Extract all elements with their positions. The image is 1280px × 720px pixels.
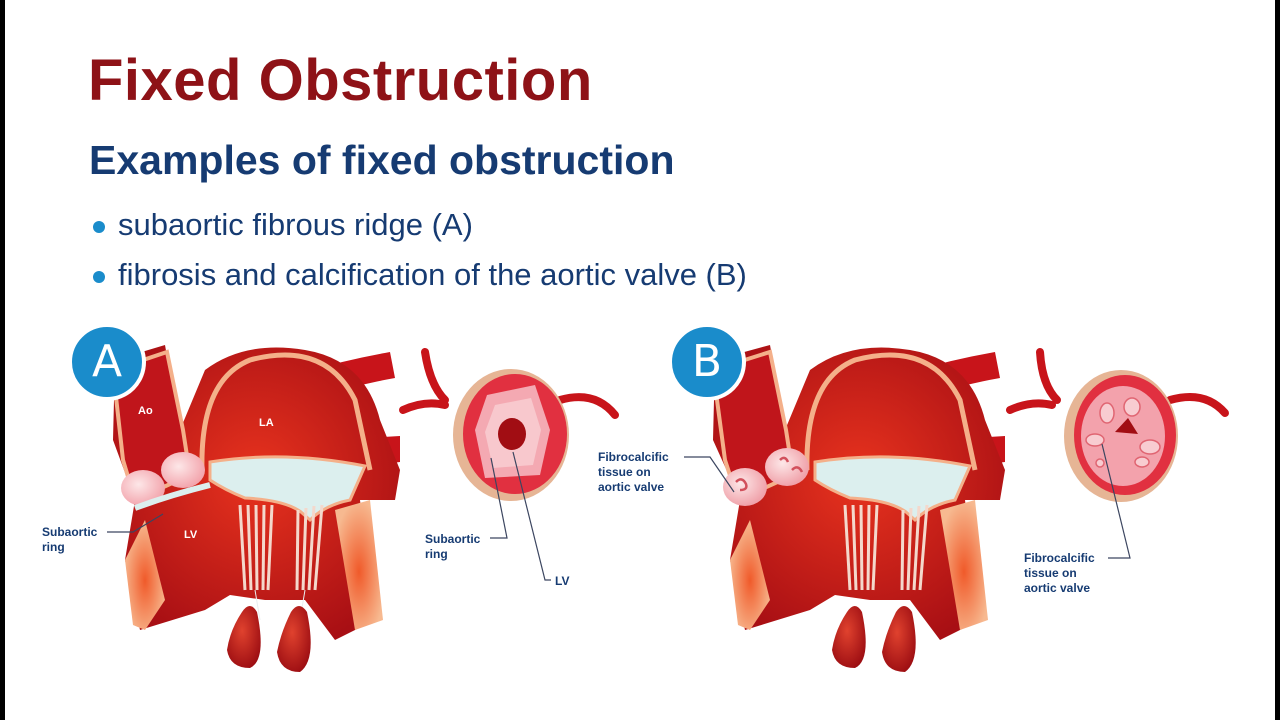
callout-line-icon — [1101, 443, 1131, 559]
bullet-text: subaortic fibrous ridge (A) — [118, 207, 473, 242]
bullet-item: fibrosis and calcification of the aortic… — [91, 250, 747, 300]
bullet-text: fibrosis and calcification of the aortic… — [118, 257, 747, 292]
figure-b: B — [598, 0, 1275, 720]
figure-b-badge: B — [668, 323, 746, 401]
heart-cross-section-a-icon — [110, 345, 619, 672]
bullet-dot-icon — [93, 271, 105, 283]
bullet-dot-icon — [93, 221, 105, 233]
bullet-item: subaortic fibrous ridge (A) — [91, 200, 747, 250]
callout-line-icon — [684, 456, 735, 493]
heart-cross-section-b-icon — [710, 345, 1229, 672]
chamber-label-ao: Ao — [138, 405, 153, 417]
figure-a-badge: A — [68, 323, 146, 401]
callout-valve-subaortic-ring: Subaortic ring — [425, 532, 481, 561]
chamber-label-la: LA — [259, 417, 274, 429]
chamber-label-lv: LV — [184, 529, 198, 541]
callout-fibrocalcific-tissue: Fibrocalcific tissue on aortic valve — [598, 450, 669, 494]
callout-valve-lv: LV — [555, 574, 570, 588]
slide-subtitle: Examples of fixed obstruction — [89, 137, 675, 183]
callout-line-icon — [490, 451, 551, 581]
callout-subaortic-ring: Subaortic ring — [42, 525, 98, 554]
bullet-list: subaortic fibrous ridge (A) fibrosis and… — [91, 200, 747, 300]
callout-valve-fibrocalcific-tissue: Fibrocalcific tissue on aortic valve — [1024, 551, 1095, 595]
figure-a: A — [5, 0, 645, 720]
slide: Fixed Obstruction Examples of fixed obst… — [5, 0, 1275, 720]
slide-title: Fixed Obstruction — [88, 48, 593, 113]
callout-line-icon — [107, 513, 164, 533]
